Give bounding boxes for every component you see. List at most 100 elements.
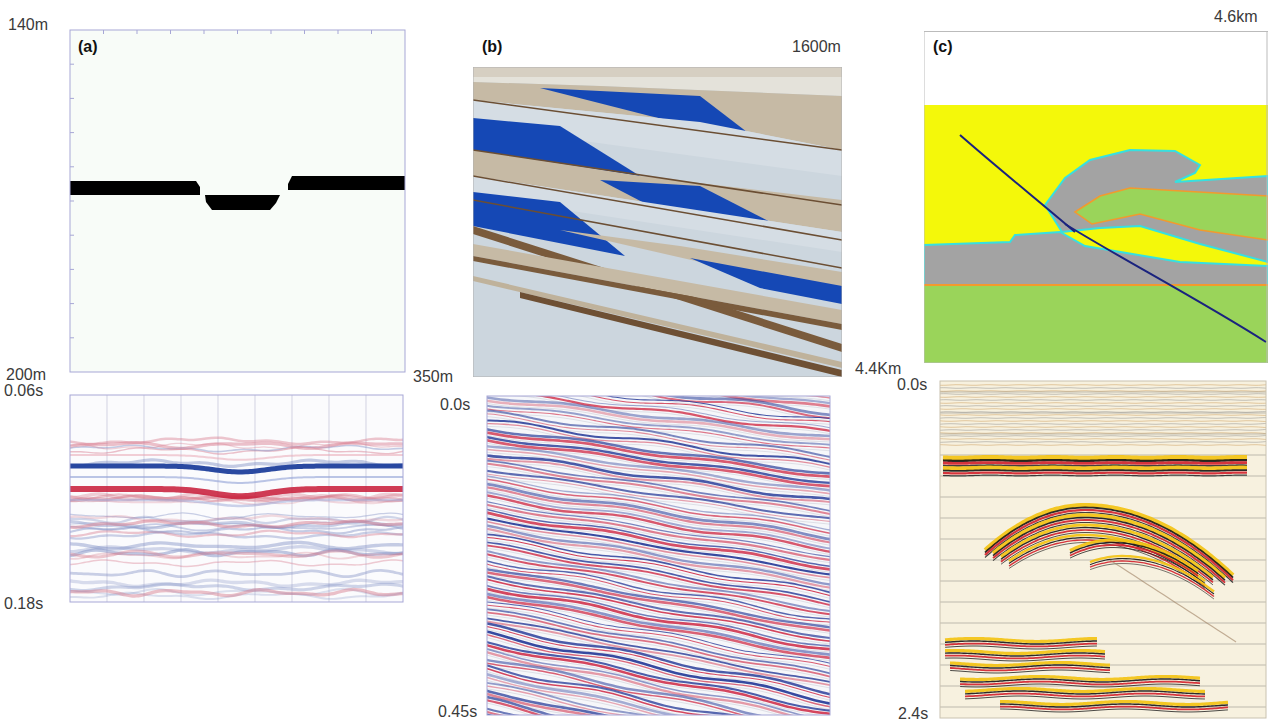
seismic-trace — [70, 443, 403, 449]
axis-ticks — [70, 30, 372, 338]
model-ground — [70, 30, 405, 372]
horizon-line — [473, 200, 842, 268]
panel-label: (a) — [78, 38, 98, 56]
reflector — [965, 696, 1205, 699]
trace-grid — [940, 581, 1266, 582]
axis-tick — [70, 98, 74, 99]
seismic-trace — [70, 443, 403, 449]
reflector — [943, 455, 1247, 461]
reflector — [70, 466, 403, 472]
axis-tick — [70, 269, 74, 270]
seismic-trace — [940, 396, 1266, 398]
seismic-trace — [940, 429, 1266, 430]
reflector — [943, 472, 1247, 475]
trace-grid — [940, 392, 1266, 393]
panel-frame — [70, 30, 405, 372]
trace-grid — [940, 602, 1266, 603]
axis-tick — [237, 30, 238, 34]
seismic-trace — [940, 399, 1266, 401]
time-label: 0.18s — [4, 595, 43, 613]
layer-band — [473, 276, 842, 368]
time-label: 0.45s — [438, 703, 477, 721]
seismic-trace — [70, 580, 403, 586]
seismic-trace — [940, 423, 1266, 424]
distance-label: 1600m — [792, 38, 841, 56]
reflector — [1090, 561, 1214, 597]
seismic-trace — [487, 618, 830, 683]
seismic-trace — [940, 390, 1266, 392]
seismic-trace — [487, 667, 830, 715]
trace-grid — [940, 434, 1266, 435]
panel-frame — [473, 67, 842, 377]
seismic-trace — [487, 673, 830, 715]
seismic-trace — [487, 641, 830, 711]
seismic-trace — [487, 708, 830, 715]
shale-band — [520, 292, 842, 377]
seismic-trace — [940, 414, 1266, 416]
axis-tick — [70, 64, 74, 65]
reflector — [950, 668, 1110, 671]
horizon-line — [473, 100, 842, 150]
seismic-trace — [70, 560, 403, 566]
reflector — [70, 489, 403, 496]
seismic-trace — [940, 402, 1266, 404]
axis-tick — [304, 30, 305, 34]
fault-line — [1065, 224, 1266, 342]
reflector — [1090, 559, 1214, 595]
distance-label: 4.6km — [1214, 8, 1258, 26]
panel-label: (b) — [482, 38, 502, 56]
axis-tick — [70, 235, 74, 236]
layer-block — [288, 176, 405, 190]
seismic-trace — [487, 442, 830, 489]
layer-block — [205, 195, 280, 210]
seismic-c — [940, 381, 1266, 718]
trace-grid — [940, 623, 1266, 624]
seismic-trace — [940, 384, 1266, 386]
model-b — [473, 67, 842, 377]
seismic-a — [70, 395, 403, 602]
reflector — [1009, 543, 1205, 589]
seismic-trace — [940, 420, 1266, 421]
reflector — [993, 518, 1225, 581]
overburden-layer — [924, 105, 1268, 363]
seismic-ground — [940, 381, 1266, 718]
reflector — [943, 475, 1247, 477]
layer-edge — [924, 284, 1268, 286]
reflector — [993, 520, 1225, 583]
reflector — [985, 513, 1233, 583]
axis-tick — [137, 30, 138, 34]
seismic-trace — [487, 700, 830, 715]
frames — [70, 381, 1266, 718]
panel-frame — [487, 396, 830, 715]
reflector — [945, 658, 1105, 661]
basement-layer — [924, 285, 1268, 363]
panel-frame — [940, 381, 1266, 718]
depth-label: 200m — [6, 366, 46, 384]
axis-tick — [70, 201, 74, 202]
seismic-trace — [940, 441, 1266, 443]
depth-label: 350m — [413, 368, 453, 386]
axis-tick — [70, 166, 74, 167]
time-label: 0.06s — [4, 382, 43, 400]
seismic-b — [487, 396, 830, 715]
panel-label: (c) — [933, 38, 953, 56]
layer-block — [70, 181, 200, 195]
axis-tick — [271, 30, 272, 34]
seismic-trace — [487, 566, 830, 625]
trace-grid — [940, 497, 1266, 498]
seismic-trace — [940, 387, 1266, 389]
fold-core — [1075, 188, 1268, 240]
seismic-trace — [940, 393, 1266, 395]
seismic-trace — [1110, 560, 1236, 642]
time-label: 2.4s — [898, 705, 928, 723]
reflector — [943, 469, 1247, 472]
seismic-trace — [940, 444, 1266, 446]
seismic-trace — [940, 408, 1266, 410]
seismic-trace — [940, 432, 1266, 433]
panel-frame — [924, 31, 1267, 363]
seismic-trace — [70, 589, 403, 596]
reflector — [1000, 709, 1228, 712]
seismic-trace — [70, 500, 403, 506]
reflector — [960, 684, 1200, 687]
